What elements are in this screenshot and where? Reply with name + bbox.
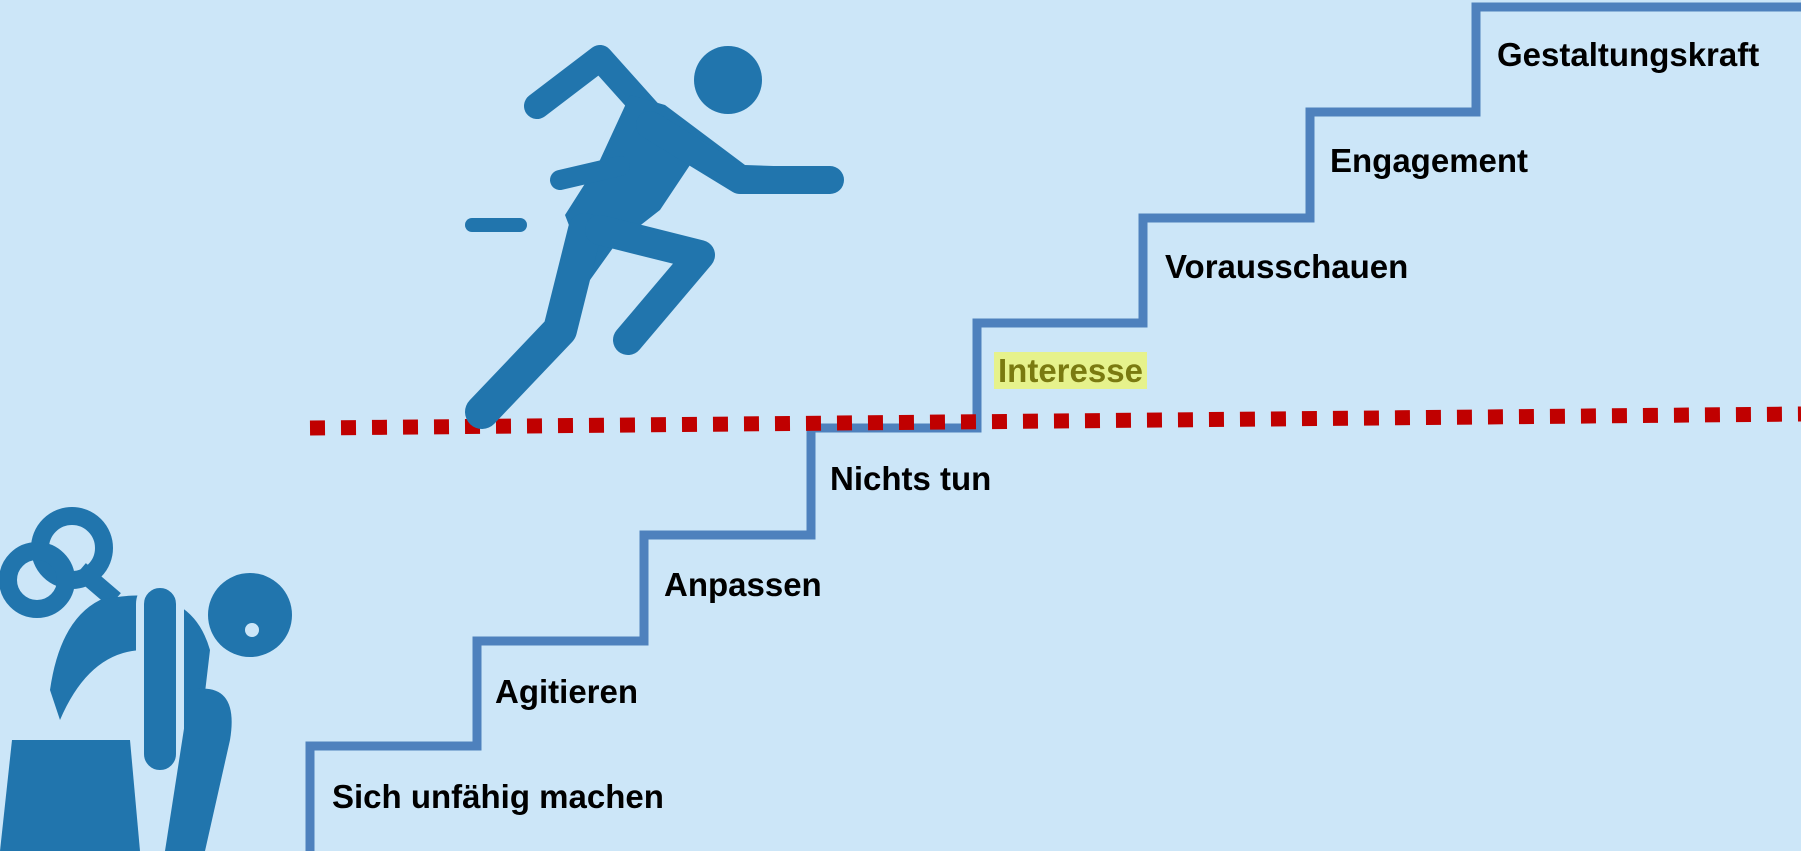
step-label-vorausschauen: Vorausschauen <box>1165 248 1409 285</box>
step-label-interesse: Interesse <box>994 352 1147 389</box>
step-label-gestaltungskraft: Gestaltungskraft <box>1497 36 1760 73</box>
staircase-line <box>305 2 1801 851</box>
threshold-dotted-line <box>309 406 1801 436</box>
step-label-agitieren: Agitieren <box>495 673 639 710</box>
step-label-engagement: Engagement <box>1330 142 1529 179</box>
step-label-sich-unfaehig-machen: Sich unfähig machen <box>332 778 664 815</box>
step-label-anpassen: Anpassen <box>664 566 822 603</box>
step-label-nichts-tun: Nichts tun <box>830 460 992 497</box>
